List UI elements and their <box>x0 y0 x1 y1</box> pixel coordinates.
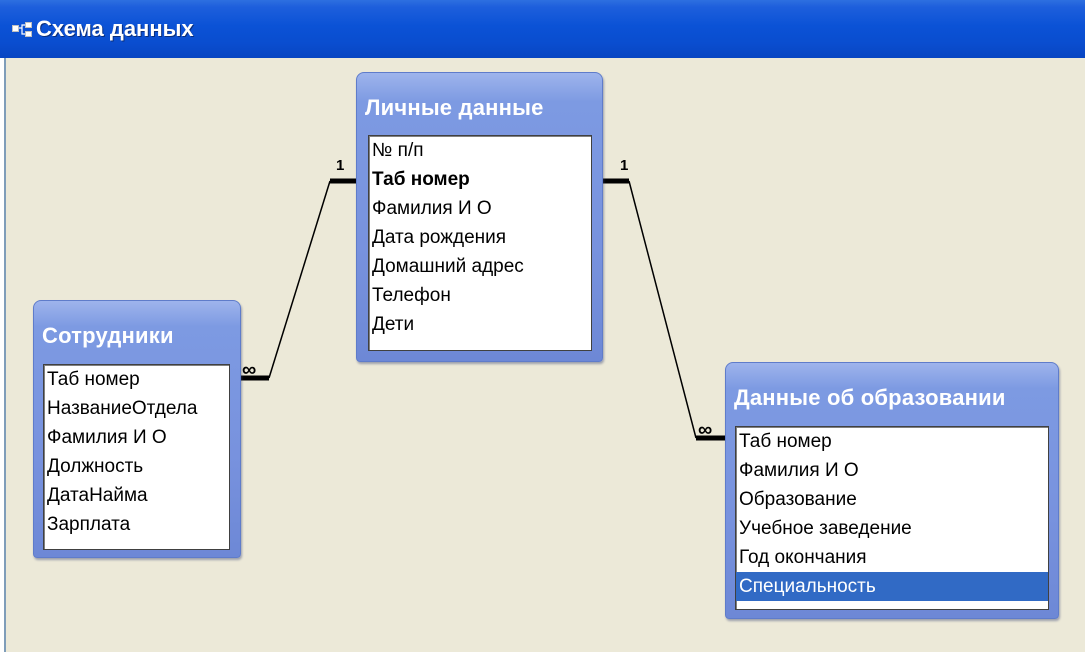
field-item[interactable]: Фамилия И О <box>372 198 492 219</box>
field-item[interactable]: Таб номер <box>739 431 832 452</box>
key-field-item[interactable]: Таб номер <box>372 169 470 190</box>
field-item[interactable]: ДатаНайма <box>47 485 148 506</box>
table-title[interactable]: Сотрудники <box>42 323 174 348</box>
field-item[interactable]: Домашний адрес <box>372 256 524 277</box>
field-list[interactable]: Таб номер Фамилия И О Образование Учебно… <box>735 426 1049 610</box>
table-personal-data[interactable]: Личные данные № п/п Таб номер Фамилия И … <box>356 72 603 362</box>
field-item[interactable]: Дети <box>372 314 415 335</box>
field-item[interactable]: Учебное заведение <box>739 518 912 539</box>
field-item[interactable]: Таб номер <box>47 369 140 390</box>
field-item[interactable]: Фамилия И О <box>739 460 859 481</box>
field-item[interactable]: Зарплата <box>47 514 131 535</box>
table-education-data[interactable]: Данные об образовании Таб номер Фамилия … <box>725 362 1059 619</box>
many-side-label: ∞ <box>242 359 257 381</box>
table-employees[interactable]: Сотрудники Таб номер НазваниеОтдела Фами… <box>33 300 241 558</box>
window-title: Схема данных <box>36 16 194 41</box>
field-item[interactable]: Должность <box>47 456 144 477</box>
field-item[interactable]: Образование <box>739 489 857 510</box>
relationship-personal-employees[interactable] <box>239 178 356 381</box>
table-title[interactable]: Данные об образовании <box>734 385 1006 410</box>
one-side-label: 1 <box>336 157 345 174</box>
field-item[interactable]: Дата рождения <box>372 227 507 248</box>
field-item[interactable]: Телефон <box>372 285 451 306</box>
window-titlebar[interactable]: Схема данных <box>0 0 1085 58</box>
relationships-icon <box>12 22 34 43</box>
one-side-label: 1 <box>620 157 629 174</box>
many-side-label: ∞ <box>698 419 713 441</box>
field-item[interactable]: Год окончания <box>739 547 867 568</box>
field-item[interactable]: НазваниеОтдела <box>47 398 198 419</box>
field-item[interactable]: Фамилия И О <box>47 427 167 448</box>
field-item[interactable]: № п/п <box>372 140 424 161</box>
relationship-personal-education[interactable] <box>601 178 725 441</box>
selected-field-item[interactable]: Специальность <box>736 572 1048 601</box>
table-title[interactable]: Личные данные <box>365 95 544 120</box>
field-list[interactable]: № п/п Таб номер Фамилия И О Дата рождени… <box>368 135 592 351</box>
field-list[interactable]: Таб номер НазваниеОтдела Фамилия И О Дол… <box>43 364 230 550</box>
